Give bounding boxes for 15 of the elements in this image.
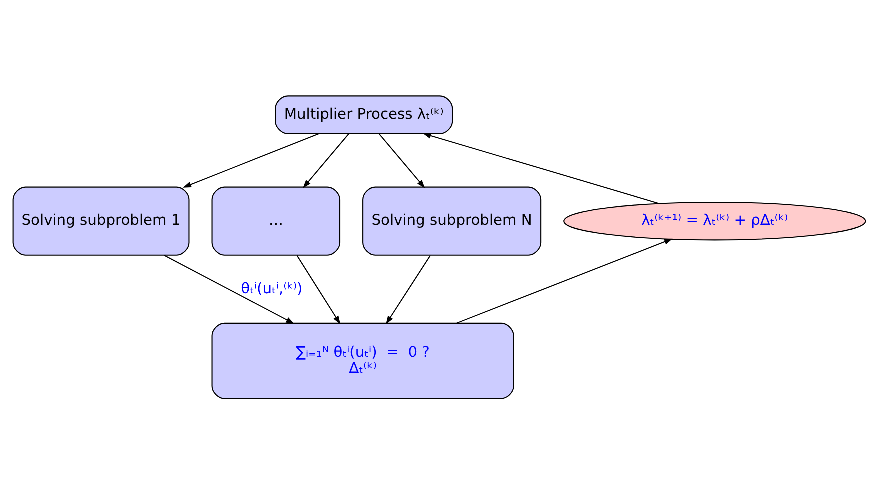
arrow <box>183 134 320 188</box>
arrow <box>303 134 350 188</box>
arrow <box>422 133 660 204</box>
node-box: … <box>212 186 341 256</box>
node-ellipse: λₜ⁽ᵏ⁺¹⁾ = λₜ⁽ᵏ⁾ + ρΔₜ⁽ᵏ⁾ <box>564 202 866 241</box>
node-box: ∑ᵢ₌₁ᴺ θₜⁱ(uₜⁱ) = 0 ? Δₜ⁽ᵏ⁾ <box>212 322 514 400</box>
node-box: Multiplier Process λₜ⁽ᵏ⁾ <box>275 96 454 134</box>
edge-label: θₜⁱ(uₜⁱ,⁽ᵏ⁾) <box>241 280 303 298</box>
node-box: Solving subproblem 1 <box>12 186 190 256</box>
arrow <box>386 255 431 324</box>
arrow <box>456 238 673 324</box>
arrow <box>379 134 426 188</box>
arrow <box>164 255 295 324</box>
node-box: Solving subproblem N <box>362 186 542 256</box>
arrow <box>296 255 341 324</box>
